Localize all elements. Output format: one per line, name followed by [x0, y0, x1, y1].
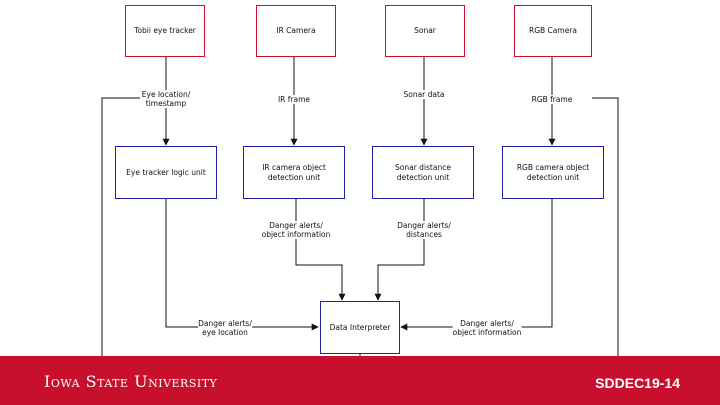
arrow-sonar-to-interpreter — [374, 199, 425, 301]
ir-camera-box: IR Camera — [256, 5, 336, 57]
rgb-detection-unit-box: RGB camera object detection unit — [502, 146, 604, 199]
arrow-rgb-to-interpreter — [400, 199, 553, 331]
arrow-ir-to-interpreter — [295, 199, 346, 301]
eye-tracker-logic-unit-box: Eye tracker logic unit — [115, 146, 217, 199]
ir-detection-unit-box: IR camera object detection unit — [243, 146, 345, 199]
arrow-eye-to-interpreter — [165, 199, 319, 331]
outer-right-line — [592, 97, 619, 356]
label-ir-frame: IR frame — [277, 95, 311, 104]
label-ir-danger: Danger alerts/ object information — [261, 221, 331, 239]
outer-left-line — [101, 97, 140, 356]
label-eye-location: Eye location/ timestamp — [141, 90, 191, 108]
rgb-camera-box: RGB Camera — [514, 5, 592, 57]
sonar-detection-unit-box: Sonar distance detection unit — [372, 146, 474, 199]
label-eye-danger: Danger alerts/ eye location — [198, 319, 252, 337]
footer-bar: Iowa State University SDDEC19-14 — [0, 356, 720, 405]
sonar-box: Sonar — [385, 5, 465, 57]
university-logo: Iowa State University — [44, 372, 218, 391]
label-rgb-danger: Danger alerts/ object information — [452, 319, 522, 337]
tobii-eye-tracker-box: Tobii eye tracker — [125, 5, 205, 57]
project-code: SDDEC19-14 — [595, 375, 680, 391]
label-sonar-danger: Danger alerts/ distances — [397, 221, 451, 239]
label-rgb-frame: RGB frame — [531, 95, 573, 104]
label-sonar-data: Sonar data — [403, 90, 445, 99]
data-interpreter-box: Data Interpreter — [320, 301, 400, 354]
